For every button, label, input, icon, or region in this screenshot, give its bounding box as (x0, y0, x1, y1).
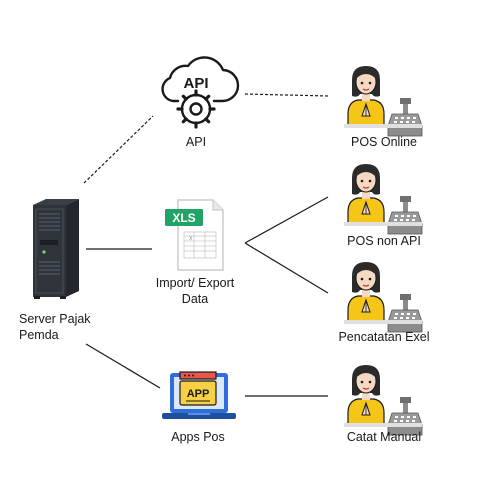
server-tower-icon (33, 199, 79, 299)
app-icon-text: APP (187, 388, 210, 400)
cashier-pos-non-api-icon (343, 163, 423, 235)
laptop-app-icon (162, 371, 236, 419)
connector-import-pencatatan (244, 242, 329, 294)
api-icon-text: API (183, 75, 208, 92)
import-export-label: Import/ Export Data (140, 275, 250, 307)
connector-server-api (83, 115, 154, 184)
cashier-catat-manual-icon (343, 364, 423, 436)
server-label: Server Pajak Pemda (19, 311, 91, 343)
api-label: API (185, 135, 207, 149)
pos-online-label: POS Online (350, 135, 417, 149)
connector-import-pos-non-api (244, 196, 329, 244)
server-label-line2: Pemda (19, 328, 59, 342)
apps-pos-label: Apps Pos (171, 430, 225, 444)
catat-manual-label: Catat Manual (346, 430, 422, 444)
connector-server-apps (85, 343, 161, 389)
pos-non-api-label: POS non API (347, 234, 421, 248)
api-cloud-gear-icon (161, 56, 240, 129)
xls-file-icon: X (165, 199, 224, 271)
connector-api-pos-online (244, 93, 329, 97)
server-label-line1: Server Pajak (19, 312, 91, 326)
import-export-label-line2: Data (181, 292, 209, 306)
pencatatan-exel-label: Pencatatan Exel (338, 330, 430, 344)
svg-text:X: X (189, 236, 193, 242)
cashier-pencatatan-exel-icon (343, 261, 423, 333)
cashier-pos-online-icon (343, 65, 423, 137)
import-export-label-line1: Import/ Export (155, 276, 235, 290)
xls-icon-text: XLS (172, 211, 195, 225)
